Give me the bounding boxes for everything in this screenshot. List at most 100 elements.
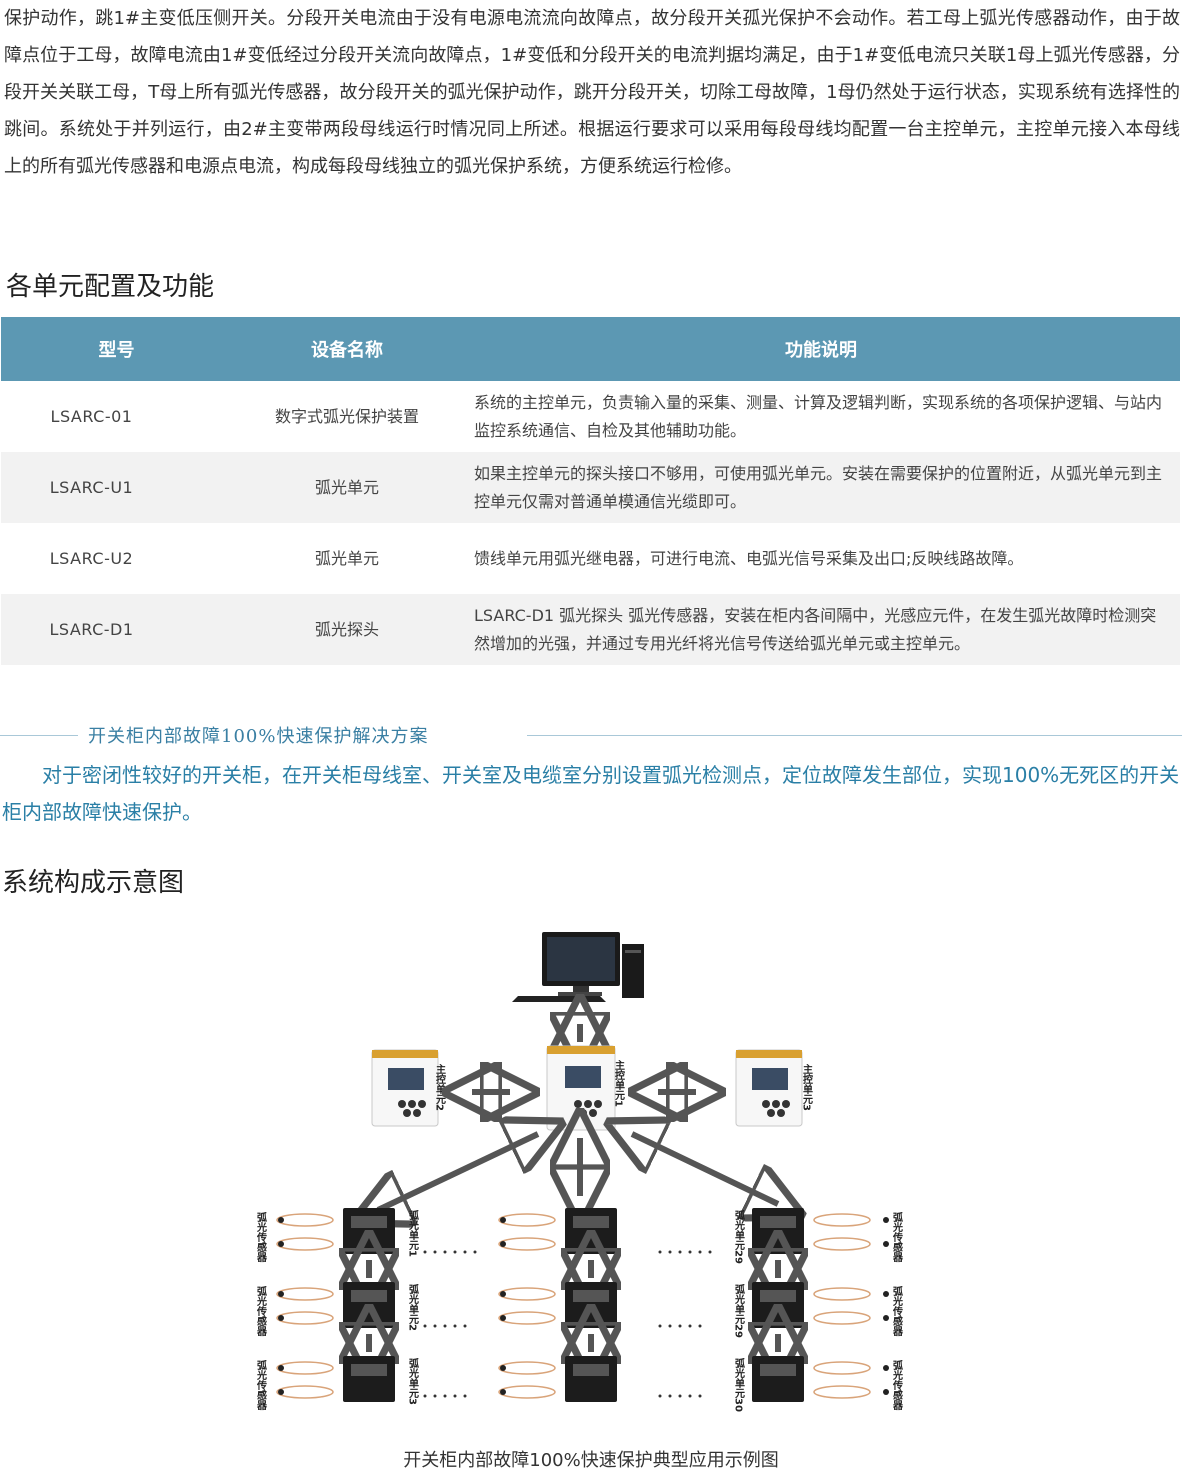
section-title-diagram: 系统构成示意图 [2,868,185,898]
header-model: 型号 [1,317,232,381]
sensor-dot [278,1365,284,1371]
arc-unit-device [343,1208,395,1254]
link-arrow [632,1134,778,1204]
main-unit-label: 主控单元3 [801,1063,813,1111]
cell-name: 弧光单元 [232,523,462,594]
cell-desc: LSARC-D1 弧光探头 弧光传感器，安装在柜内各间隔中，光感应元件，在发生弧… [462,594,1180,665]
sensor-label: 弧光传感器 [255,1285,268,1337]
arc-unit-label: 弧光单元1 [407,1209,420,1257]
section-title-config: 各单元配置及功能 [6,272,215,302]
fiber-loop [276,1237,334,1251]
sensor-label: 弧光传感器 [891,1285,904,1337]
main-unit-label: 主控单元2 [434,1063,446,1111]
arc-unit-display [573,1290,609,1302]
table-row: LSARC-D1 弧光探头 LSARC-D1 弧光探头 弧光传感器，安装在柜内各… [1,594,1180,665]
header-name: 设备名称 [232,317,462,381]
sensor-label: 弧光传感器 [891,1211,904,1263]
solution-title: 开关柜内部故障100%快速保护解决方案 [88,726,429,747]
ellipsis-dots [423,1250,712,1398]
fiber-loop [276,1213,334,1227]
fiber-loop [276,1385,334,1399]
arc-unit-display [760,1290,796,1302]
main-unit-device [735,1049,803,1127]
sensor-dot [500,1241,506,1247]
sensor-dot [278,1241,284,1247]
cell-desc: 系统的主控单元，负责输入量的采集、测量、计算及逻辑判断，实现系统的各项保护逻辑、… [462,381,1180,452]
arc-unit-label: 弧光单元29 [733,1209,746,1264]
intro-paragraph: 保护动作，跳1#主变低压侧开关。分段开关电流由于没有电源电流流向故障点，故分段开… [4,8,1180,177]
sensor-dot [278,1389,284,1395]
arc-unit-display [760,1364,796,1376]
fiber-loop [813,1213,871,1227]
link-arrow [378,1134,538,1210]
arc-unit-label: 弧光单元29 [733,1283,746,1338]
sensor-dot [883,1389,889,1395]
table-row: LSARC-01 数字式弧光保护装置 系统的主控单元，负责输入量的采集、测量、计… [1,381,1180,452]
divider-left [0,735,78,736]
main-unit-device [371,1049,439,1127]
sensor-dot [500,1291,506,1297]
fiber-loop [813,1361,871,1375]
fiber-loop [498,1361,556,1375]
sensor-dot [883,1365,889,1371]
sensor-label: 弧光传感器 [891,1359,904,1411]
arc-unit-device [752,1208,804,1254]
header-desc: 功能说明 [462,317,1180,381]
cell-name: 数字式弧光保护装置 [232,381,462,452]
arc-unit-display [573,1364,609,1376]
cell-name: 弧光单元 [232,452,462,523]
fiber-loop [813,1287,871,1301]
solution-paragraph: 对于密闭性较好的开关柜，在开关柜母线室、开关室及电缆室分别设置弧光检测点，定位故… [2,763,1180,824]
sensor-dot [278,1315,284,1321]
fiber-loop [498,1311,556,1325]
fiber-loop [276,1311,334,1325]
fiber-loop [276,1287,334,1301]
cell-model: LSARC-D1 [1,594,232,665]
arc-unit-display [351,1364,387,1376]
fiber-loop [813,1311,871,1325]
fiber-loop [498,1213,556,1227]
sensor-label: 弧光传感器 [255,1211,268,1263]
arc-unit-device [343,1282,395,1328]
sensor-dot [278,1291,284,1297]
config-table: 型号 设备名称 功能说明 LSARC-01 数字式弧光保护装置 系统的主控单元，… [1,317,1180,665]
cell-desc: 如果主控单元的探头接口不够用，可使用弧光单元。安装在需要保护的位置附近，从弧光单… [462,452,1180,523]
table-row: LSARC-U2 弧光单元 馈线单元用弧光继电器，可进行电流、电弧光信号采集及出… [1,523,1180,594]
fiber-loop [276,1361,334,1375]
sensor-label: 弧光传感器 [255,1359,268,1411]
fiber-loop [813,1237,871,1251]
arc-unit-display [760,1216,796,1228]
arc-unit-device [565,1282,617,1328]
arc-unit-display [573,1216,609,1228]
sensor-dot [500,1217,506,1223]
arc-unit-display [351,1216,387,1228]
cell-desc: 馈线单元用弧光继电器，可进行电流、电弧光信号采集及出口;反映线路故障。 [462,523,1180,594]
cell-model: LSARC-U1 [1,452,232,523]
sensor-dot [883,1241,889,1247]
table-row: LSARC-U1 弧光单元 如果主控单元的探头接口不够用，可使用弧光单元。安装在… [1,452,1180,523]
fiber-loop [498,1287,556,1301]
sensor-dot [500,1315,506,1321]
arc-unit-device [565,1356,617,1402]
divider-right [527,735,1182,736]
sensor-dot [883,1315,889,1321]
sensor-dot [500,1365,506,1371]
sensor-dot [500,1389,506,1395]
main-unit-device [546,1045,616,1131]
arc-unit-device [752,1282,804,1328]
cell-model: LSARC-01 [1,381,232,452]
cell-model: LSARC-U2 [1,523,232,594]
cell-name: 弧光探头 [232,594,462,665]
computer-icon [512,932,644,1002]
arc-unit-grid [276,1208,889,1402]
arc-unit-label: 弧光单元30 [733,1357,746,1412]
sensor-dot [883,1291,889,1297]
main-unit-label: 主控单元1 [613,1059,625,1107]
fiber-loop [498,1237,556,1251]
table-header-row: 型号 设备名称 功能说明 [1,317,1180,381]
arc-unit-device [343,1356,395,1402]
arc-unit-device [565,1208,617,1254]
figure-caption: 开关柜内部故障100%快速保护典型应用示例图 [403,1450,779,1468]
fiber-loop [498,1385,556,1399]
arc-unit-label: 弧光单元2 [407,1283,420,1331]
